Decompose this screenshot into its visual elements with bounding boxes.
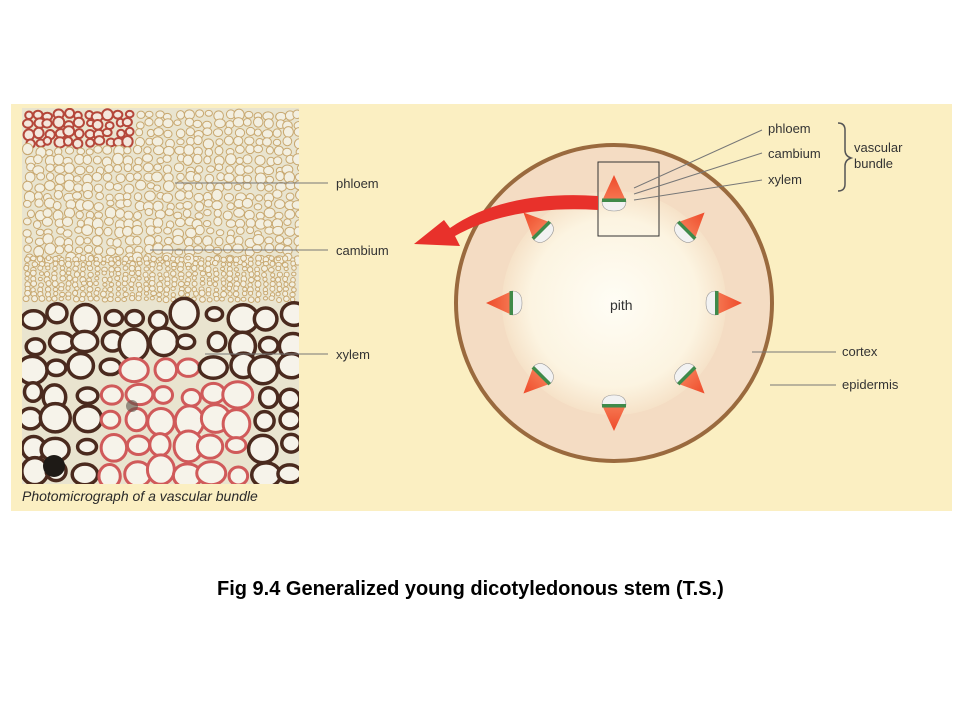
leader-stem-cambium [633,152,763,195]
bundle-phloem [601,394,627,406]
bundle-phloem [511,290,523,316]
stem-label-cambium: cambium [768,146,821,161]
stem-label-xylem: xylem [768,172,802,187]
stem-label-phloem: phloem [768,121,811,136]
photo-label-cambium: cambium [336,243,389,258]
vascular-bundle [674,363,705,394]
bundle-cambium [509,291,513,315]
photo-label-phloem: phloem [336,176,379,191]
vascular-bundle [486,290,523,316]
figure-caption: Fig 9.4 Generalized young dicotyledonous… [217,578,724,600]
bundle-cambium [531,365,552,386]
leader-stem-phloem [633,129,763,189]
photomicrograph-caption: Photomicrograph of a vascular bundle [22,488,258,504]
photomicrograph [22,108,299,484]
vascular-bundle [674,212,705,243]
vascular-bundle [601,175,627,212]
vascular-bundle-label-2: bundle [854,156,893,171]
bundle-phloem [532,363,554,385]
bundle-cambium [676,365,697,386]
bundle-cambium [715,291,719,315]
bundle-phloem [705,290,717,316]
vascular-bundle-brace [837,122,854,192]
vascular-bundle [601,394,627,431]
pith-label: pith [610,297,633,313]
photo-label-xylem: xylem [336,347,370,362]
vascular-bundles [486,175,742,431]
bundle-phloem [674,221,696,243]
vascular-bundle [523,363,554,394]
epidermis-label: epidermis [842,377,899,392]
bundle-phloem [532,221,554,243]
bundle-cambium [531,220,552,241]
vascular-bundle [705,290,742,316]
bundle-cambium [602,404,626,408]
bundle-phloem [601,200,627,212]
cortex-label: cortex [842,344,878,359]
vascular-bundle-label-1: vascular [854,140,903,155]
bundle-phloem [674,363,696,385]
bundle-cambium [676,220,697,241]
bundle-cambium [602,198,626,202]
pith-region [502,191,726,415]
vascular-bundle [523,212,554,243]
magnification-arrow [414,195,598,246]
leader-stem-xylem [633,179,763,201]
